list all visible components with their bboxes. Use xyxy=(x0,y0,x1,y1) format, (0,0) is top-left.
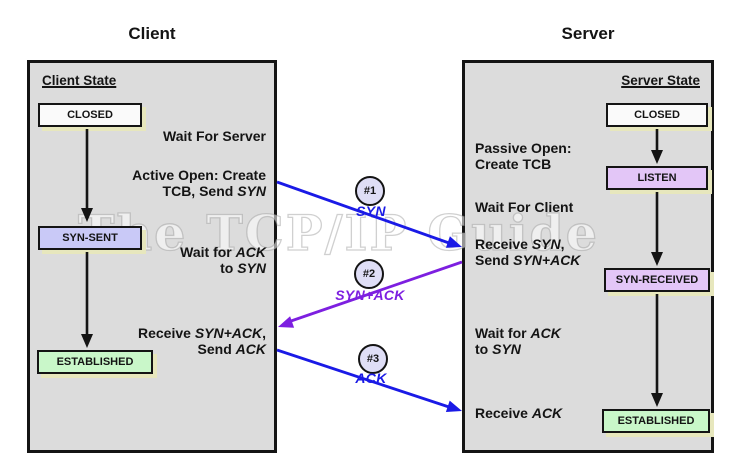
note-line: Receive SYN+ACK, xyxy=(137,325,266,341)
server-note-passive-open: Passive Open: Create TCB xyxy=(475,140,572,172)
note-line: to SYN xyxy=(475,341,521,357)
client-state-box-syn-sent: SYN-SENT xyxy=(38,226,142,250)
note-line: Active Open: Create xyxy=(132,167,266,183)
note-line: Receive ACK xyxy=(475,405,563,421)
note-line: Receive SYN, xyxy=(475,236,565,252)
message-number: #1 xyxy=(363,185,377,197)
client-column-title: Client xyxy=(128,24,176,43)
note-line: Wait for ACK xyxy=(180,244,266,260)
server-note-receive-syn: Receive SYN, Send SYN+ACK xyxy=(475,236,580,268)
server-panel: Server State CLOSED LISTEN SYN-RECEIVED … xyxy=(462,60,714,453)
server-state-box-listen: LISTEN xyxy=(606,166,708,190)
message-label-synack: SYN+ACK xyxy=(335,287,405,303)
message-number: #2 xyxy=(362,268,376,280)
server-note-wait-for-ack: Wait for ACK to SYN xyxy=(475,325,561,357)
client-note-receive-synack: Receive SYN+ACK, Send ACK xyxy=(138,325,266,357)
client-note-active-open: Active Open: Create TCB, Send SYN xyxy=(132,167,266,199)
client-panel: Client State CLOSED SYN-SENT ESTABLISHED… xyxy=(27,60,277,453)
server-state-header: Server State xyxy=(621,73,700,88)
note-line: Send ACK xyxy=(197,341,266,357)
server-state-box-closed: CLOSED xyxy=(606,103,708,127)
note-line: Wait For Client xyxy=(475,199,574,215)
message-label-ack: ACK xyxy=(355,370,387,386)
server-note-receive-ack: Receive ACK xyxy=(475,405,562,421)
message-number: #3 xyxy=(366,353,380,365)
server-note-wait-for-client: Wait For Client xyxy=(475,199,573,215)
note-line: Passive Open: xyxy=(475,140,572,156)
client-state-box-established: ESTABLISHED xyxy=(37,350,153,374)
note-line: Create TCB xyxy=(475,156,552,172)
note-line: Wait for ACK xyxy=(475,325,561,341)
message-number-circle-1: #1 xyxy=(355,176,385,206)
note-line: TCB, Send SYN xyxy=(162,183,266,199)
note-line: to SYN xyxy=(220,260,266,276)
client-note-wait-for-ack: Wait for ACK to SYN xyxy=(180,244,266,276)
note-line: Send SYN+ACK xyxy=(475,252,581,268)
client-state-box-closed: CLOSED xyxy=(38,103,142,127)
client-note-wait-for-server: Wait For Server xyxy=(163,128,266,144)
client-state-header: Client State xyxy=(42,73,117,88)
message-label-syn: SYN xyxy=(356,203,386,219)
message-number-circle-2: #2 xyxy=(354,259,384,289)
note-line: Wait For Server xyxy=(163,128,266,144)
server-state-box-established: ESTABLISHED xyxy=(602,409,710,433)
server-column-title: Server xyxy=(561,24,615,43)
server-state-box-syn-received: SYN-RECEIVED xyxy=(604,268,710,292)
